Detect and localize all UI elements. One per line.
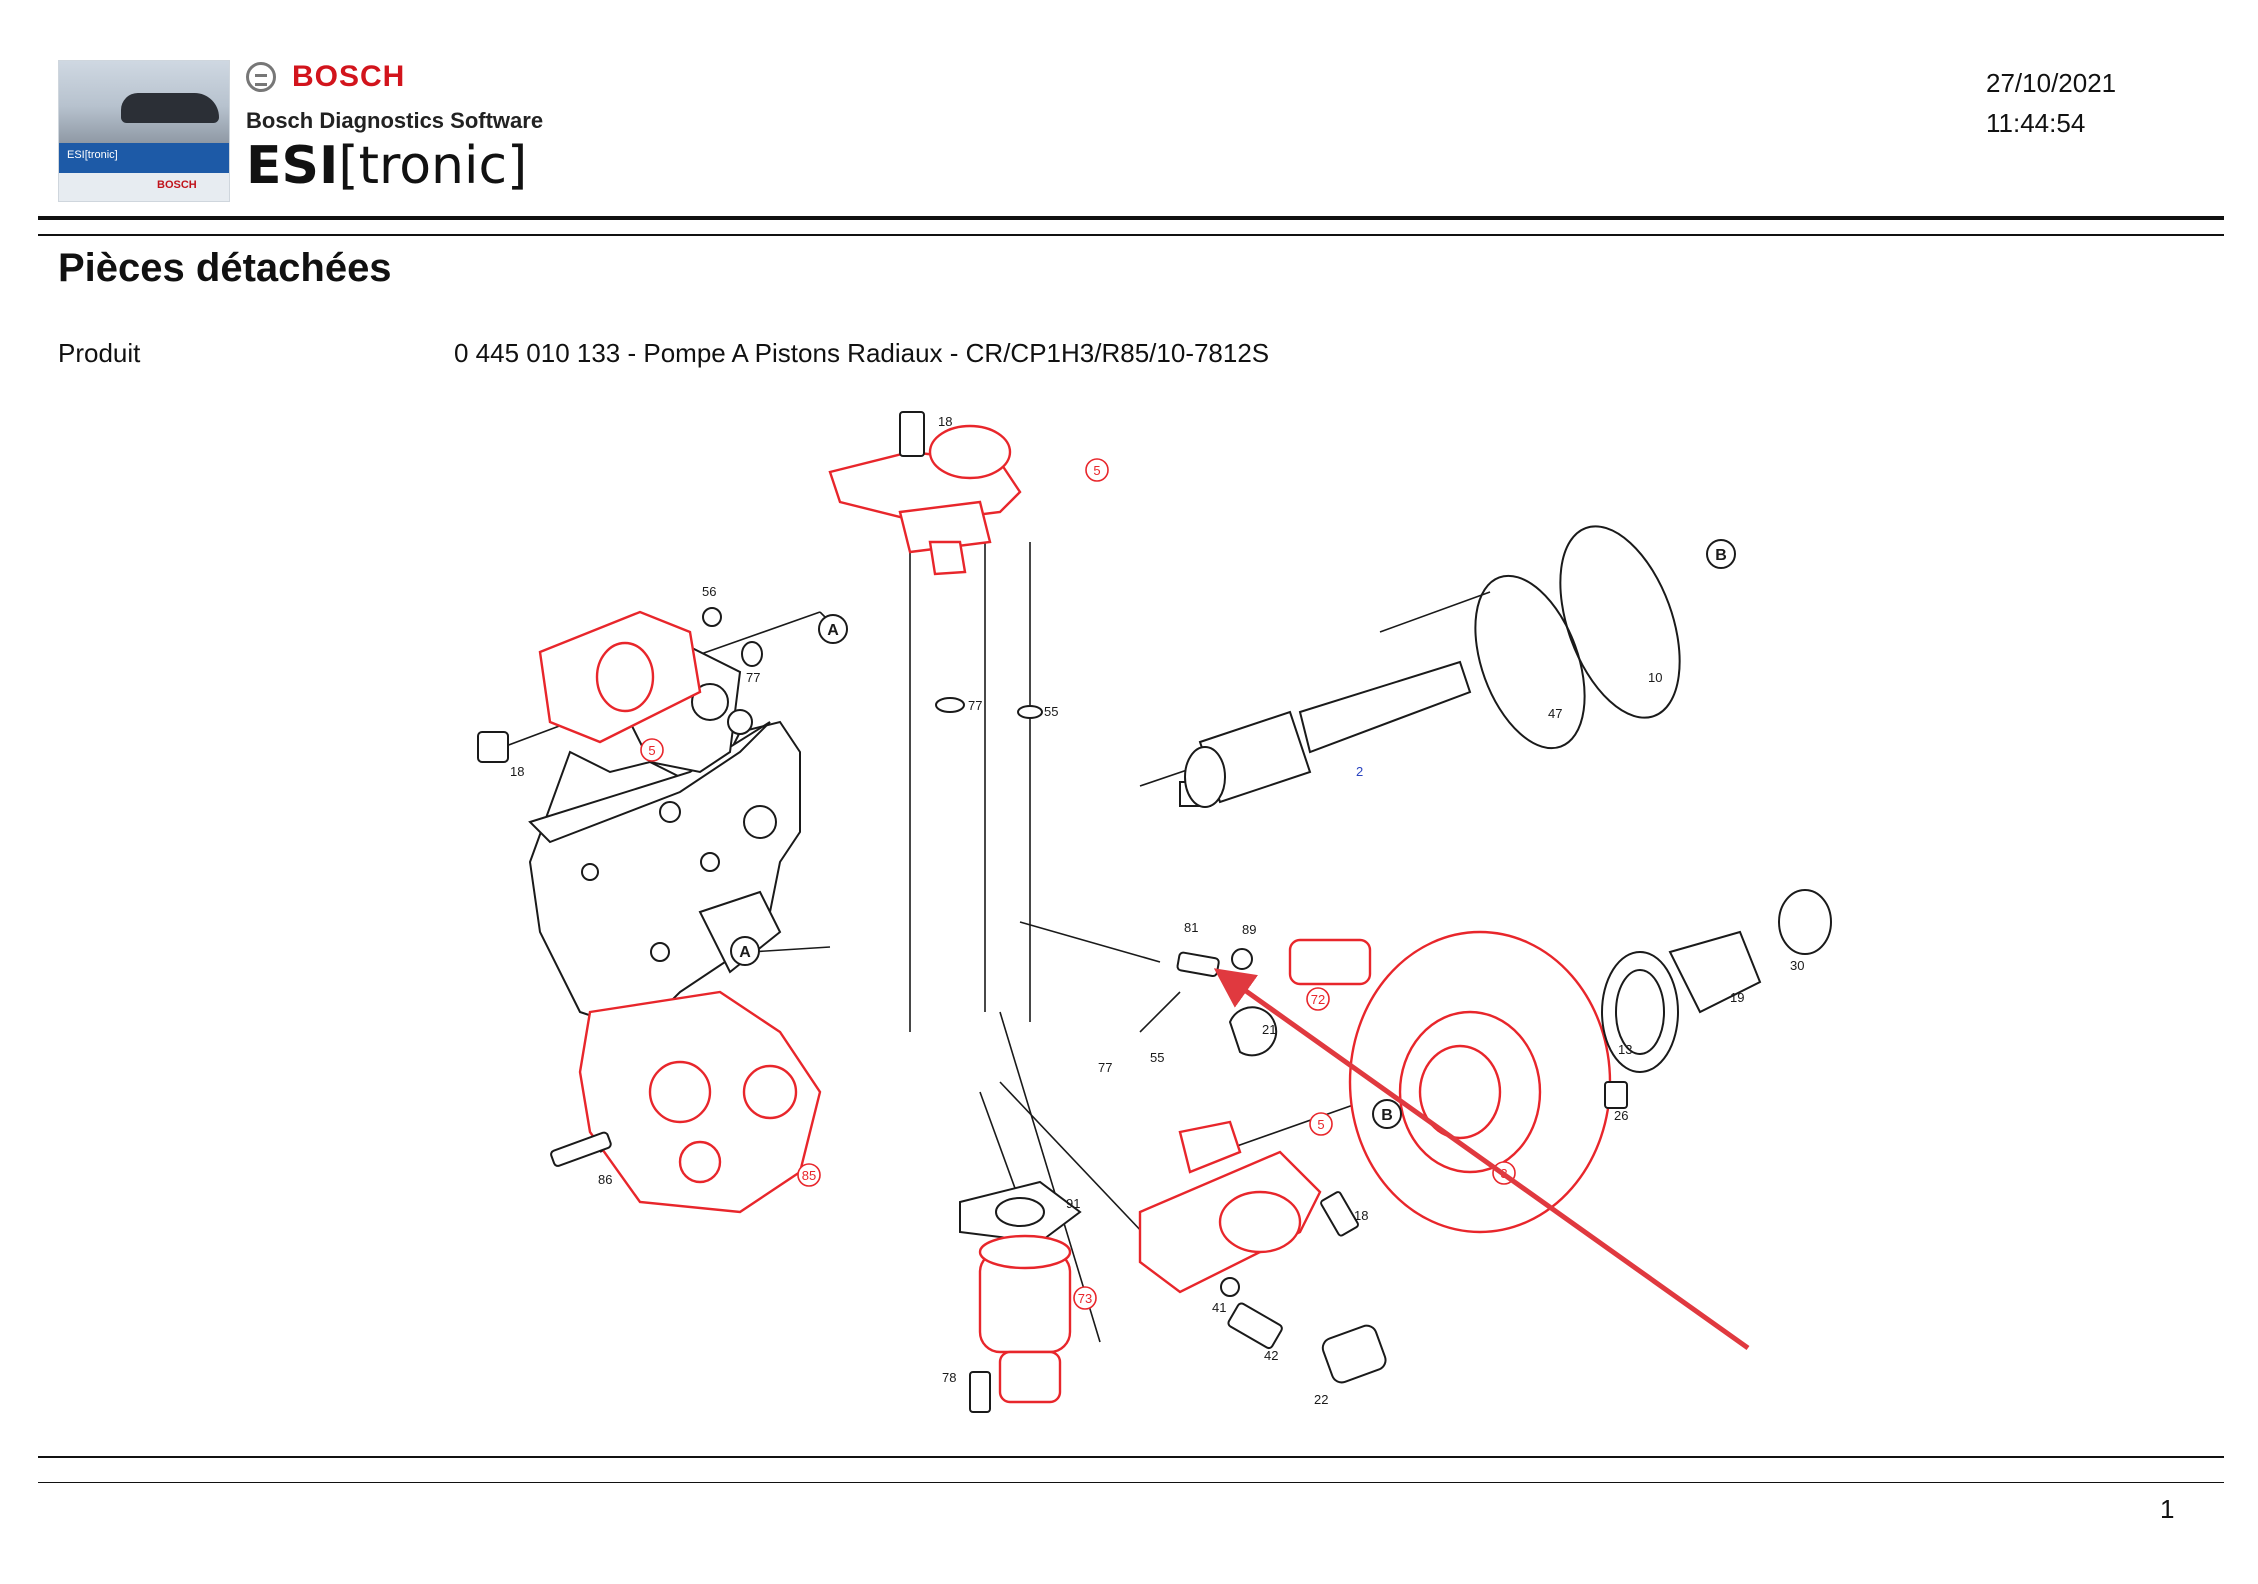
footer-rule-thick bbox=[38, 1456, 2224, 1458]
label-left-screw: 18 bbox=[510, 764, 524, 779]
callout-a-left: A bbox=[739, 944, 751, 961]
exploded-parts-diagram: A A B B 5 5 72 3 85 73 5 18 56 77 18 77 … bbox=[477, 411, 1832, 1413]
label-valve-73: 73 bbox=[1078, 1291, 1092, 1306]
metering-valve bbox=[978, 1234, 1072, 1404]
page-number: 1 bbox=[2160, 1494, 2175, 1524]
product-name-rest: [tronic] bbox=[338, 136, 528, 196]
header-rule-thick bbox=[38, 216, 2224, 220]
label-gasket-91: 91 bbox=[1066, 1196, 1080, 1211]
label-plate-85: 85 bbox=[802, 1168, 816, 1183]
product-label: Produit bbox=[58, 338, 141, 368]
header-rule-thin bbox=[38, 234, 2224, 236]
label-oring-47: 47 bbox=[1548, 706, 1562, 721]
callout-a-left-circle bbox=[730, 936, 760, 966]
print-time: 11:44:54 bbox=[1986, 108, 2086, 138]
shaft-orings bbox=[1474, 525, 1681, 750]
label-top-screw: 18 bbox=[938, 414, 952, 429]
top-screw bbox=[899, 411, 925, 457]
label-shaft: 2 bbox=[1356, 764, 1363, 779]
label-lower-valve: 5 bbox=[1317, 1117, 1324, 1132]
lower-screws bbox=[969, 1191, 1359, 1413]
thumbnail-band bbox=[59, 143, 229, 173]
callout-b-bottom-circle bbox=[1372, 1099, 1402, 1129]
small-parts-right bbox=[1176, 948, 1278, 1057]
label-ring-56: 56 bbox=[702, 584, 716, 599]
label-screw-78: 78 bbox=[942, 1370, 956, 1385]
label-seal-13: 13 bbox=[1618, 1042, 1632, 1057]
thumbnail-band-text: ESI[tronic] bbox=[67, 149, 118, 161]
thumbnail-footer-text: BOSCH bbox=[157, 179, 197, 191]
footer-rule-thin bbox=[38, 1482, 2224, 1483]
label-fitting-42: 42 bbox=[1264, 1348, 1278, 1363]
annotation-arrow bbox=[1213, 968, 1750, 1351]
seal-sleeve-cap bbox=[1601, 889, 1832, 1109]
gasket bbox=[959, 1180, 1082, 1244]
brand-subtitle: Bosch Diagnostics Software bbox=[246, 108, 544, 133]
bosch-logo-icon bbox=[246, 62, 276, 92]
callout-letters: A A B B bbox=[739, 547, 1727, 1124]
label-sleeve-19: 19 bbox=[1730, 990, 1744, 1005]
label-screw-18-low: 18 bbox=[1354, 1208, 1368, 1223]
label-ring-77-mid: 77 bbox=[968, 698, 982, 713]
label-pin-81: 81 bbox=[1184, 920, 1198, 935]
label-plug-72: 72 bbox=[1311, 992, 1325, 1007]
plug-72 bbox=[1288, 938, 1372, 986]
drive-flange bbox=[1348, 930, 1612, 1234]
label-ring-55-mid: 55 bbox=[1044, 704, 1058, 719]
fitting-and-cap bbox=[1220, 1277, 1387, 1384]
callout-a-top-circle bbox=[818, 614, 848, 644]
label-ring-77-low: 77 bbox=[1098, 1060, 1112, 1075]
label-screw-26: 26 bbox=[1614, 1108, 1628, 1123]
label-oring-10: 10 bbox=[1648, 670, 1662, 685]
callout-b-top-circle bbox=[1706, 539, 1736, 569]
plate-screw bbox=[550, 1131, 612, 1167]
product-value: 0 445 010 133 - Pompe A Pistons Radiaux … bbox=[454, 338, 1270, 368]
label-ring-41: 41 bbox=[1212, 1300, 1226, 1315]
red-part-numbers: 5 5 72 3 85 73 5 bbox=[648, 463, 1507, 1306]
callout-b-top: B bbox=[1715, 547, 1727, 564]
drive-shaft bbox=[1179, 660, 1472, 808]
callout-b-bottom: B bbox=[1381, 1107, 1393, 1124]
part-numbers: 18 56 77 18 77 55 2 47 10 81 89 21 13 19… bbox=[510, 414, 1804, 1407]
label-ring-55-low: 55 bbox=[1150, 1050, 1164, 1065]
callout-a-top: A bbox=[827, 622, 839, 639]
brand-name: BOSCH bbox=[292, 60, 406, 93]
label-spring-89: 89 bbox=[1242, 922, 1256, 937]
left-rings bbox=[702, 607, 1043, 719]
pump-plate bbox=[578, 990, 822, 1214]
label-top-valve: 5 bbox=[1093, 463, 1100, 478]
top-valve bbox=[828, 424, 1022, 576]
lower-valve bbox=[1138, 1120, 1322, 1294]
left-screw bbox=[477, 731, 509, 763]
left-valve bbox=[538, 610, 702, 744]
page-title: Pièces détachées bbox=[58, 246, 392, 290]
esitronic-thumbnail: ESI[tronic] BOSCH bbox=[58, 60, 230, 202]
label-nut-21: 21 bbox=[1262, 1022, 1276, 1037]
print-date: 27/10/2021 bbox=[1986, 68, 2117, 98]
label-ring-77: 77 bbox=[746, 670, 760, 685]
callout-circles bbox=[730, 539, 1736, 1129]
product-name-bold: ESI bbox=[246, 136, 339, 196]
label-cap-22: 22 bbox=[1314, 1392, 1328, 1407]
product-name: ESI[tronic] bbox=[246, 136, 527, 196]
label-cap-30: 30 bbox=[1790, 958, 1804, 973]
label-screw-86: 86 bbox=[598, 1172, 612, 1187]
car-silhouette bbox=[121, 93, 219, 123]
label-left-valve: 5 bbox=[648, 743, 655, 758]
